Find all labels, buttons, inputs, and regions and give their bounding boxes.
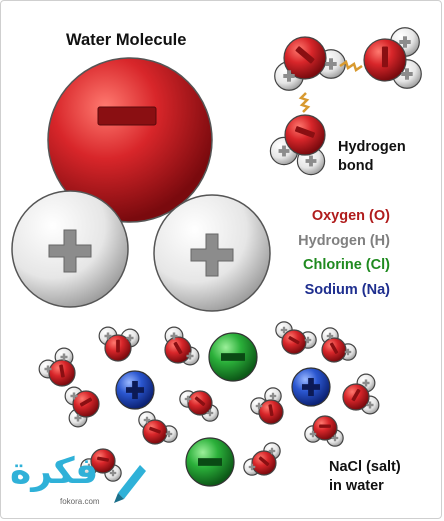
nacl-label: NaCl (salt) in water	[329, 459, 401, 494]
watermark-logo: فكرة fokora.com	[0, 445, 152, 521]
small-water-molecule	[38, 347, 76, 387]
small-water-molecule	[275, 321, 317, 355]
hydrogen-bond-group	[269, 27, 422, 176]
small-water-molecule	[274, 36, 346, 91]
small-water-molecule	[363, 27, 422, 89]
small-water-molecule	[243, 442, 281, 476]
hydrogen-bond-label: Hydrogen bond	[338, 139, 406, 174]
small-water-molecule	[250, 387, 284, 425]
legend-oxygen: Oxygen (O)	[311, 208, 390, 224]
small-water-molecule	[98, 326, 140, 362]
pencil-icon	[114, 465, 146, 503]
small-water-molecule	[179, 390, 219, 422]
minus-sign	[97, 106, 157, 126]
legend-hydrogen: Hydrogen (H)	[298, 232, 390, 249]
plus-sign-right	[190, 233, 234, 277]
sodium-ion-right	[291, 367, 331, 407]
plus-sign-left	[48, 229, 92, 273]
salt-solution	[38, 321, 380, 487]
watermark-sub: fokora.com	[60, 497, 100, 506]
small-water-molecule	[138, 411, 178, 445]
small-water-molecule	[64, 386, 100, 428]
small-water-molecule	[164, 326, 200, 366]
legend-chlorine: Chlorine (Cl)	[303, 257, 390, 273]
small-water-molecule	[342, 373, 380, 415]
small-water-molecule	[321, 327, 357, 363]
sodium-ion-left	[115, 370, 155, 410]
atom-legend: Oxygen (O) Hydrogen (H) Chlorine (Cl) So…	[298, 204, 390, 302]
legend-sodium: Sodium (Na)	[304, 281, 390, 298]
watermark-text: فكرة	[10, 451, 99, 492]
diagram-title: Water Molecule	[66, 31, 187, 49]
big-water-molecule	[11, 57, 271, 312]
oxygen-atom	[47, 57, 213, 223]
chlorine-ion-bottom	[185, 437, 235, 487]
chlorine-ion-top	[208, 332, 258, 382]
small-water-molecule	[269, 114, 326, 176]
small-water-molecule	[304, 415, 344, 447]
small-water-molecule	[80, 448, 122, 482]
